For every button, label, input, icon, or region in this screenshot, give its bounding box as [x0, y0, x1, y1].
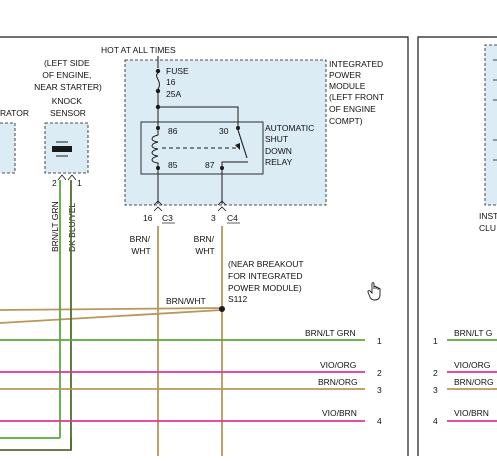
asd-relay-body	[140, 121, 264, 175]
output-labels: BRN/LT GRN 1 VIO/ORG 2 BRN/ORG 3 VIO/BRN…	[305, 328, 382, 426]
svg-text:VIO/BRN: VIO/BRN	[454, 408, 489, 418]
svg-text:BRN/ORG: BRN/ORG	[454, 377, 494, 387]
relay-switch-icon	[237, 129, 248, 159]
splice-note: (NEAR BREAKOUT FOR INTEGRATED POWER MODU…	[228, 259, 306, 293]
relay-pin-30: 30	[219, 126, 229, 136]
connector-c3-pin: 16	[143, 213, 153, 223]
knock-sensor-location: (LEFT SIDE OF ENGINE, NEAR STARTER)	[34, 58, 102, 92]
knock-sensor-pin-1: 1	[77, 178, 82, 188]
hand-cursor-icon	[367, 282, 381, 301]
connector-c4-icon	[217, 200, 227, 212]
fuse-label: FUSE 16 25A	[166, 66, 191, 99]
connector-c3-wire-label: BRN/ WHT	[130, 234, 153, 256]
out-wire-4-label: VIO/BRN	[322, 408, 357, 418]
out-wire-2-num: 2	[377, 368, 382, 378]
fuse-bottom-node	[155, 88, 161, 94]
splice-wire-label: BRN/WHT	[166, 296, 206, 306]
right-panel-wires	[447, 339, 497, 422]
hot-at-all-times-label: HOT AT ALL TIMES	[101, 45, 176, 55]
out-wire-4-num: 4	[377, 416, 382, 426]
svg-text:1: 1	[433, 336, 438, 346]
fuse-icon	[156, 72, 160, 90]
relay-pin-86: 86	[168, 126, 178, 136]
left-partial-component	[0, 122, 16, 174]
out-wire-2-label: VIO/ORG	[320, 360, 356, 370]
ipm-title: INTEGRATED POWER MODULE (LEFT FRONT OF E…	[329, 59, 386, 126]
wire-splice-branch-upper	[0, 307, 223, 311]
out-wire-3-label: BRN/ORG	[318, 377, 358, 387]
knock-sensor-pin-2: 2	[52, 178, 57, 188]
knock-sensor-wire-1-label: DK BLU/YEL	[67, 203, 77, 252]
out-wire-1-label: BRN/LT GRN	[305, 328, 356, 338]
left-panel-frame	[0, 36, 409, 456]
connector-c4-pin: 3	[211, 213, 216, 223]
out-wire-1-num: 1	[377, 336, 382, 346]
right-panel-component	[484, 44, 497, 206]
svg-text:2: 2	[433, 368, 438, 378]
svg-text:3: 3	[433, 385, 438, 395]
connector-c3-icon	[153, 200, 163, 212]
relay-coil-icon	[151, 128, 159, 168]
relay-pin-87: 87	[205, 160, 215, 170]
knock-sensor-name: KNOCK SENSOR	[50, 96, 86, 118]
splice-node	[219, 306, 225, 312]
connector-c3-name: C3	[162, 213, 173, 223]
knock-sensor-element-icon	[52, 146, 72, 152]
wire-group	[0, 180, 365, 456]
fuse-top-node	[155, 68, 161, 74]
right-panel-frame	[417, 36, 497, 456]
knock-sensor-wire-2-label: BRN/LT GRN	[50, 201, 60, 252]
relay-pin-85: 85	[168, 160, 178, 170]
right-panel-wire-labels: BRN/LT G VIO/ORG BRN/ORG VIO/BRN 1 2 3 4	[433, 328, 494, 426]
svg-text:BRN/LT G: BRN/LT G	[454, 328, 492, 338]
out-wire-3-num: 3	[377, 385, 382, 395]
svg-text:4: 4	[433, 416, 438, 426]
left-partial-label: RATOR	[0, 108, 29, 118]
svg-text:VIO/ORG: VIO/ORG	[454, 360, 490, 370]
connector-c4-wire-label: BRN/ WHT	[194, 234, 217, 256]
wire-dk-blu-yel-return	[0, 438, 72, 451]
knock-sensor-pin-arrows	[57, 174, 77, 181]
connector-c4-name: C4	[227, 213, 238, 223]
wire-splice-branch-lower	[0, 309, 223, 324]
splice-id: S112	[228, 294, 247, 304]
asd-relay-name: AUTOMATIC SHUT DOWN RELAY	[265, 123, 317, 167]
right-panel-label: INST CLU	[479, 211, 497, 233]
